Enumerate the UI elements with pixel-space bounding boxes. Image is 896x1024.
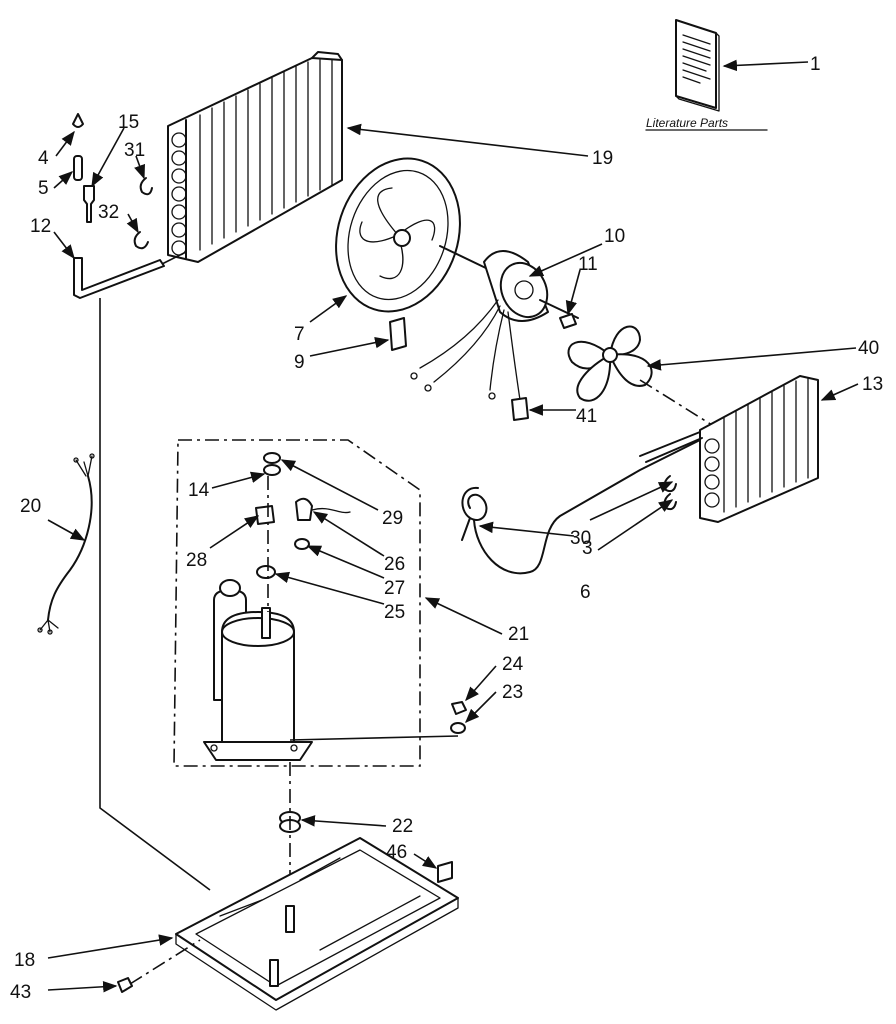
part-23-washer [450,722,466,734]
callout-18: 18 [14,950,35,971]
callout-46: 46 [386,842,407,863]
callout-11: 11 [578,254,598,275]
part-29-grommet [263,452,281,476]
part-46-label [437,861,453,883]
callout-31: 31 [124,140,145,161]
part-26-overload [295,497,313,521]
fan-axis [639,379,721,431]
capillary-tube [461,439,701,575]
part-31-clip [139,177,153,196]
callout-20: 20 [20,496,41,517]
callout-43: 43 [10,982,31,1003]
evaporator-coil [639,375,819,523]
literature-booklet [675,19,720,112]
callout-40: 40 [858,338,879,359]
callout-10: 10 [604,226,625,247]
callout-32: 32 [98,202,119,223]
callout-30: 30 [570,528,591,549]
part-43-screw [117,977,133,993]
callout-9: 9 [294,352,305,373]
callout-29: 29 [382,508,403,529]
leader-lines [47,59,859,993]
callout-3: 3 [582,538,593,559]
callout-4: 4 [38,148,49,169]
power-cord [37,453,95,635]
callout-6: 6 [580,582,591,603]
callout-13: 13 [862,374,883,395]
callout-22: 22 [392,816,413,837]
callout-15: 15 [118,112,139,133]
screw-axis [129,939,201,985]
callout-24: 24 [502,654,524,675]
callout-26: 26 [384,554,405,575]
compressor-kit-boundary [173,439,421,767]
callout-5: 5 [38,178,49,199]
callout-23: 23 [502,682,523,703]
part-41-clip [511,397,529,421]
mount-link [289,735,459,741]
callout-19: 19 [592,148,613,169]
callout-28: 28 [186,550,207,571]
callout-12: 12 [30,216,51,237]
part-26-wire [311,507,351,514]
fan-blade [567,325,653,402]
callout-14: 14 [188,480,210,501]
part-5-tube [73,155,83,181]
callout-21: 21 [508,624,529,645]
part-25-clip [256,565,276,579]
part-11-nut [559,313,577,329]
part-24-nut [451,701,467,715]
base-pan [175,837,459,1011]
part-12-pipe [73,257,165,299]
compressor [203,579,313,761]
part-9-bracket [389,317,407,351]
part-27-washer [294,538,310,550]
callout-7: 7 [294,324,305,345]
part-28-terminal [255,505,275,525]
part-32-clip [133,231,149,250]
callout-labels: 1 3 4 5 6 7 9 10 11 12 13 14 15 18 19 20… [10,54,883,1003]
condenser-base-link [99,298,211,891]
part-4-cap [72,113,84,128]
pipe-link [161,251,187,265]
callout-1: 1 [810,54,821,75]
callout-41: 41 [576,406,597,427]
literature-caption: Literature Parts [646,116,728,130]
part-15-valve [83,185,95,223]
callout-25: 25 [384,602,405,623]
condenser-coil [167,51,343,263]
callout-27: 27 [384,578,405,599]
